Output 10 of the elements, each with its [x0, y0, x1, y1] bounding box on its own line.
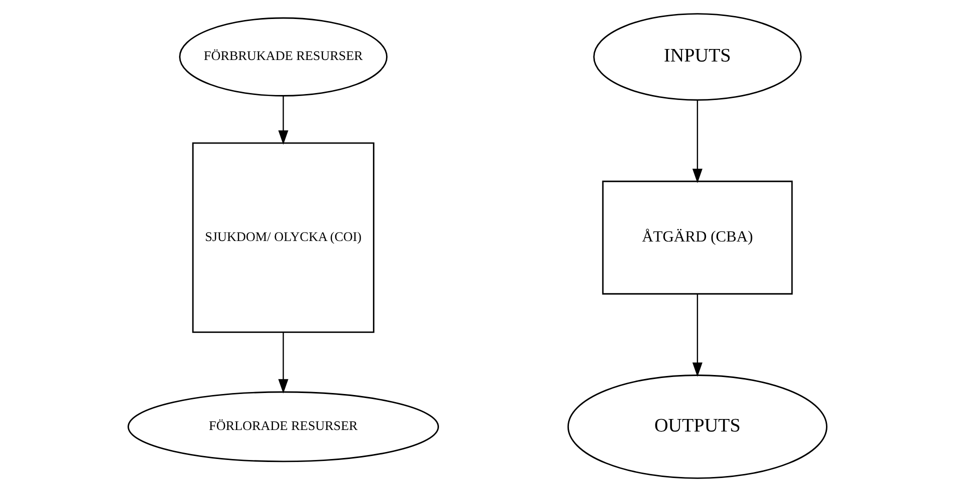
arrow — [278, 95, 288, 144]
node-box: SJUKDOM/ OLYCKA (COI) — [192, 142, 374, 332]
node-ellipse: INPUTS — [593, 12, 802, 100]
node-ellipse: FÖRBRUKADE RESURSER — [179, 16, 388, 96]
arrow — [692, 100, 702, 183]
arrow — [692, 294, 702, 376]
node-ellipse: FÖRLORADE RESURSER — [128, 390, 440, 462]
node-ellipse: OUTPUTS — [567, 374, 828, 478]
node-box: ÅTGÄRD (CBA) — [602, 180, 793, 294]
arrow — [278, 332, 288, 394]
